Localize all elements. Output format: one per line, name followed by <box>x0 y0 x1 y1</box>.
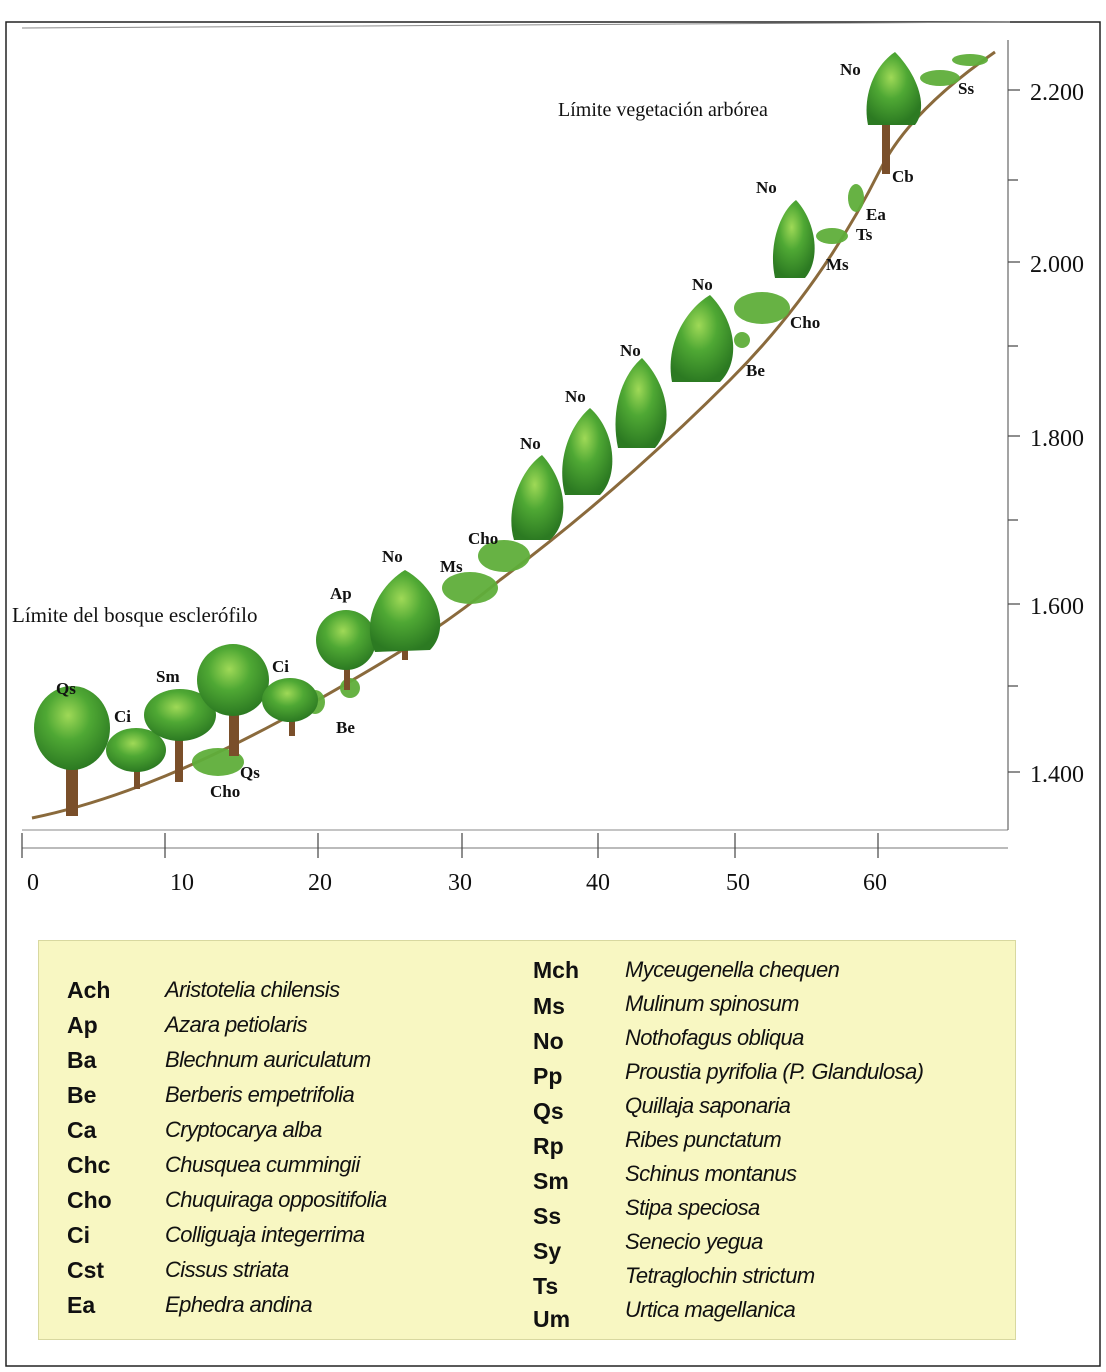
x-tick-30: 30 <box>448 870 472 896</box>
x-tick-60: 60 <box>863 870 887 896</box>
x-tick-20: 20 <box>308 870 332 896</box>
plant-label: Cho <box>790 313 820 332</box>
plant-label: Ms <box>826 255 849 274</box>
legend-name: Nothofagus obliqua <box>625 1025 804 1050</box>
y-tick-2000: 2.000 <box>1030 252 1084 278</box>
legend-name: Proustia pyrifolia (P. Glandulosa) <box>625 1059 924 1084</box>
trees <box>34 52 922 816</box>
x-axis-ticks <box>21 833 879 858</box>
plant-label: Ci <box>114 707 131 726</box>
legend-name: Chuquiraga oppositifolia <box>165 1187 387 1212</box>
plant-label: Ap <box>330 584 352 603</box>
page-border <box>5 21 1101 1367</box>
legend-code: Mch <box>533 957 579 983</box>
plant-label: Ea <box>866 205 886 224</box>
legend-code: Ms <box>533 993 565 1019</box>
plant-label: Sm <box>156 667 180 686</box>
legend-code: Ss <box>533 1203 562 1229</box>
plant-label: Ss <box>958 79 974 98</box>
plant-label: Ms <box>440 557 463 576</box>
legend-code: Ts <box>533 1273 559 1299</box>
plant-label: No <box>692 275 713 294</box>
plot-top-border <box>21 21 1011 29</box>
annotation-upper-limit: Límite vegetación arbórea <box>558 99 768 121</box>
species-legend: Ach Aristotelia chilensis Ap Azara petio… <box>38 940 1016 1340</box>
legend-code: Cho <box>67 1187 112 1213</box>
legend-name: Aristotelia chilensis <box>165 977 340 1002</box>
x-tick-0: 0 <box>27 870 39 896</box>
legend-code: No <box>533 1028 564 1054</box>
legend-code: Ea <box>67 1292 96 1318</box>
x-tick-40: 40 <box>586 870 610 896</box>
legend-code: Ca <box>67 1117 97 1143</box>
y-tick-2200: 2.200 <box>1030 80 1084 106</box>
legend-code: Um <box>533 1306 571 1332</box>
plant-label: No <box>840 60 861 79</box>
x-tick-50: 50 <box>726 870 750 896</box>
plant-label: No <box>565 387 586 406</box>
legend-name: Berberis empetrifolia <box>165 1082 355 1107</box>
legend-code: Ci <box>67 1222 90 1248</box>
legend-name: Senecio yegua <box>625 1229 763 1254</box>
shrubs <box>192 54 988 776</box>
legend-code: Pp <box>533 1063 563 1089</box>
legend-name: Cissus striata <box>165 1257 289 1282</box>
legend-name: Tetraglochin strictum <box>625 1263 815 1288</box>
x-tick-10: 10 <box>170 870 194 896</box>
legend-name: Cryptocarya alba <box>165 1117 322 1142</box>
legend-code: Sy <box>533 1238 562 1264</box>
legend-name: Chusquea cummingii <box>165 1152 360 1177</box>
plant-label: Qs <box>240 763 260 782</box>
y-tick-1600: 1.600 <box>1030 594 1084 620</box>
legend-code: Cst <box>67 1257 105 1283</box>
legend-name: Ribes punctatum <box>625 1127 782 1152</box>
plant-label: Cho <box>468 529 498 548</box>
plant-label: Cb <box>892 167 914 186</box>
plant-label: Qs <box>56 679 76 698</box>
legend-code: Ap <box>67 1012 98 1038</box>
legend-code: Rp <box>533 1133 564 1159</box>
legend-name: Quillaja saponaria <box>625 1093 791 1118</box>
legend-code: Qs <box>533 1098 564 1124</box>
y-axis-ticks <box>1008 89 1020 773</box>
legend-name: Stipa speciosa <box>625 1195 760 1220</box>
legend-code: Sm <box>533 1168 569 1194</box>
legend-name: Mulinum spinosum <box>625 991 799 1016</box>
y-tick-1800: 1.800 <box>1030 426 1084 452</box>
plant-label: Ci <box>272 657 289 676</box>
plant-label: No <box>756 178 777 197</box>
slope-profile <box>31 50 996 820</box>
legend-name: Blechnum auriculatum <box>165 1047 371 1072</box>
legend-name: Ephedra andina <box>165 1292 313 1317</box>
annotation-lower-limit: Límite del bosque esclerófilo <box>12 603 258 627</box>
legend-name: Schinus montanus <box>625 1161 797 1186</box>
plant-label: Be <box>746 361 765 380</box>
plant-label: Cho <box>210 782 240 801</box>
legend-code: Ach <box>67 977 111 1003</box>
legend-code: Chc <box>67 1152 111 1178</box>
plant-label: No <box>520 434 541 453</box>
legend-name: Azara petiolaris <box>165 1012 308 1037</box>
plant-label: Ts <box>856 225 873 244</box>
legend-code: Be <box>67 1082 97 1108</box>
plant-label: No <box>620 341 641 360</box>
legend-name: Myceugenella chequen <box>625 957 840 982</box>
legend-name: Urtica magellanica <box>625 1297 796 1322</box>
y-tick-1400: 1.400 <box>1030 762 1084 788</box>
plant-label: No <box>382 547 403 566</box>
plant-label: Be <box>336 718 355 737</box>
legend-code: Ba <box>67 1047 97 1073</box>
legend-name: Colliguaja integerrima <box>165 1222 365 1247</box>
